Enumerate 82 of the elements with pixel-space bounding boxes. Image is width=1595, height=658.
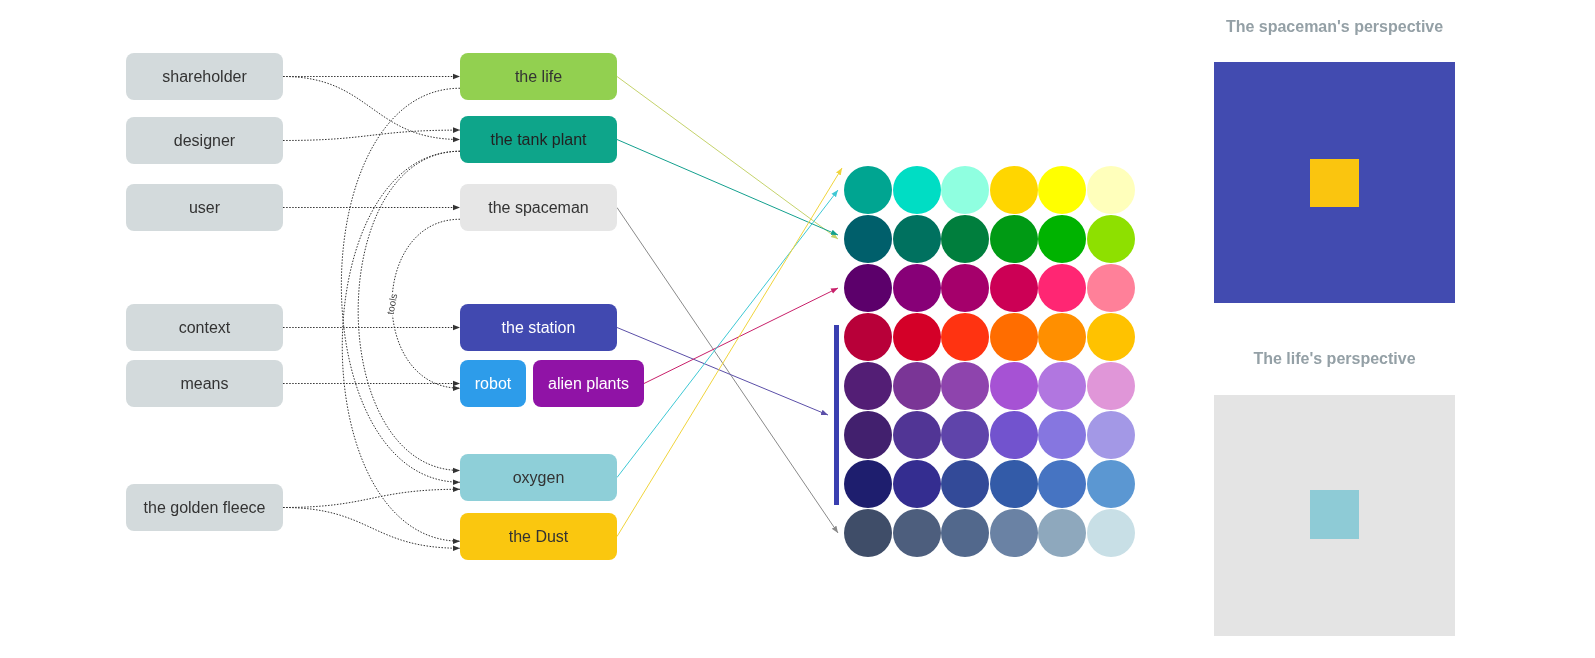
color-circle [989, 313, 1038, 361]
arrow [282, 204, 461, 211]
label-box: the tank plant [460, 116, 617, 163]
label-box: the spaceman [460, 184, 617, 231]
label-box: oxygen [460, 454, 617, 501]
panel-heading: The spaceman's perspective [1224, 18, 1445, 36]
color-circle [1038, 362, 1086, 410]
color-circle [1086, 215, 1135, 263]
color-circle [941, 411, 989, 459]
color-circle [941, 509, 989, 557]
color-circle [989, 509, 1038, 557]
color-circle [1086, 313, 1135, 361]
color-circle [1038, 509, 1086, 557]
arrow [616, 76, 839, 240]
color-circle [1038, 313, 1086, 361]
color-circle [1038, 215, 1086, 263]
color-circle [1038, 411, 1086, 459]
color-circle [892, 166, 941, 214]
label-box: the station [460, 304, 617, 351]
color-circle [941, 166, 989, 214]
color-circle [892, 411, 941, 459]
arrow [391, 218, 461, 390]
arrow [616, 139, 839, 236]
color-circle [1086, 264, 1135, 312]
color-circle [989, 166, 1038, 214]
color-circle [844, 166, 892, 214]
color-circle [989, 362, 1038, 410]
arrow [616, 189, 839, 478]
color-circle [844, 411, 892, 459]
arrow [282, 324, 461, 331]
arrow [643, 287, 839, 384]
color-circle [892, 509, 941, 557]
color-circle [1038, 264, 1086, 312]
color-circle [892, 215, 941, 263]
small-square [1310, 490, 1359, 539]
label-box: context [126, 304, 283, 351]
color-circle [892, 460, 941, 508]
color-circle [941, 313, 989, 361]
color-circle [844, 460, 892, 508]
color-circle [844, 264, 892, 312]
arrow [282, 507, 461, 551]
arrow [282, 127, 461, 141]
color-circle [844, 215, 892, 263]
label-box: robot [460, 360, 526, 407]
color-circle [892, 313, 941, 361]
color-circle [1086, 362, 1135, 410]
label-box: designer [126, 117, 283, 164]
color-circle [844, 362, 892, 410]
color-circle [844, 509, 892, 557]
label-box: the Dust [460, 513, 617, 560]
arrow [282, 380, 461, 387]
color-circle [1086, 509, 1135, 557]
small-square [1310, 159, 1359, 207]
vertical-bar [834, 325, 839, 505]
color-circle [1038, 460, 1086, 508]
label-box: the golden fleece [126, 484, 283, 531]
edge-label: tools [384, 291, 400, 317]
arrow [616, 327, 829, 416]
color-circle [1086, 166, 1135, 214]
color-circle [989, 215, 1038, 263]
color-circle [844, 313, 892, 361]
color-circle [941, 215, 989, 263]
color-circle [941, 264, 989, 312]
color-circle [989, 460, 1038, 508]
color-circle [1086, 411, 1135, 459]
color-circle [1086, 460, 1135, 508]
arrow [341, 150, 461, 543]
label-box: shareholder [126, 53, 283, 100]
color-circle [989, 411, 1038, 459]
label-box: alien plants [533, 360, 644, 407]
color-circle [1038, 166, 1086, 214]
color-circle [941, 362, 989, 410]
arrow [340, 87, 461, 484]
color-circle [941, 460, 989, 508]
color-circle [892, 264, 941, 312]
color-circle [892, 362, 941, 410]
color-circle [989, 264, 1038, 312]
label-box: user [126, 184, 283, 231]
label-box: means [126, 360, 283, 407]
arrow [282, 76, 461, 142]
label-box: the life [460, 53, 617, 100]
panel-heading: The life's perspective [1252, 350, 1417, 368]
